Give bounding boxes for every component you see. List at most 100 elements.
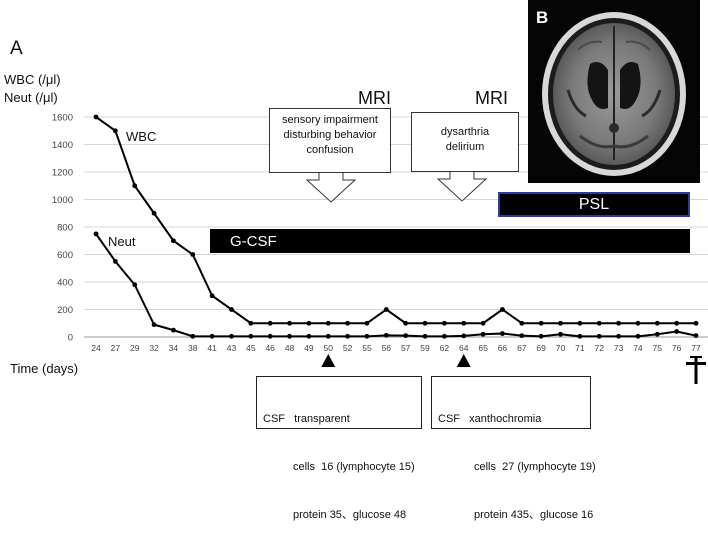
data-point xyxy=(422,320,428,326)
death-cross-icon xyxy=(686,356,706,384)
data-point xyxy=(229,333,234,339)
x-tick-label: 71 xyxy=(575,343,585,353)
symptom-line: confusion xyxy=(306,144,354,156)
x-tick-label: 52 xyxy=(343,343,353,353)
x-tick-label: 67 xyxy=(517,343,527,353)
x-tick-label: 29 xyxy=(130,343,140,353)
series-line-wbc xyxy=(95,116,696,325)
x-tick-label: 46 xyxy=(265,343,275,353)
x-tick-label: 66 xyxy=(498,343,508,353)
data-point xyxy=(558,331,563,337)
x-tick-label: 49 xyxy=(304,343,314,353)
data-point xyxy=(132,183,138,189)
data-point xyxy=(441,333,447,339)
csf-result-box-2: CSF xanthochromia cells 27 (lymphocyte 1… xyxy=(431,376,596,521)
data-point xyxy=(654,331,660,337)
x-tick-label: 50 xyxy=(324,343,334,353)
data-point xyxy=(596,333,602,339)
data-point xyxy=(209,333,215,339)
data-point xyxy=(480,320,486,326)
x-tick-label: 69 xyxy=(536,343,546,353)
data-point xyxy=(325,320,331,326)
data-point xyxy=(287,320,292,326)
data-point xyxy=(345,320,351,326)
x-tick-label: 74 xyxy=(633,343,643,353)
series-label-wbc: WBC xyxy=(126,129,156,144)
event-triangle xyxy=(456,354,471,367)
data-point xyxy=(93,114,99,120)
data-point xyxy=(500,307,505,312)
x-tick-label: 57 xyxy=(401,343,411,353)
series-label-neut: Neut xyxy=(108,234,136,249)
mri-brain-image: B xyxy=(528,0,700,183)
y-tick-label: 1600 xyxy=(52,113,73,124)
data-point xyxy=(112,258,118,264)
data-point xyxy=(248,320,254,326)
symptom-line: sensory impairment xyxy=(282,114,378,126)
csf-line: cells 27 (lymphocyte 19) xyxy=(474,461,596,473)
data-point xyxy=(693,320,699,326)
y-tick-label: 1400 xyxy=(52,140,73,151)
brain-scan-graphic xyxy=(542,12,686,176)
x-tick-label: 27 xyxy=(111,343,121,353)
data-point xyxy=(171,327,176,333)
x-tick-label: 62 xyxy=(440,343,450,353)
x-tick-label: 56 xyxy=(382,343,392,353)
data-point xyxy=(287,333,292,339)
symptom-line: disturbing behavior xyxy=(283,129,377,141)
data-point xyxy=(616,320,621,326)
x-tick-label: 64 xyxy=(459,343,469,353)
x-tick-label: 48 xyxy=(285,343,295,353)
csf-result-box-1: CSF transparent cells 16 (lymphocyte 15)… xyxy=(256,376,422,521)
y-tick-label: 0 xyxy=(68,333,73,344)
data-point xyxy=(480,331,486,337)
data-point xyxy=(190,333,196,339)
data-point xyxy=(674,329,680,334)
data-point xyxy=(461,320,467,326)
data-point xyxy=(248,333,254,339)
x-tick-label: 76 xyxy=(672,343,682,353)
data-point xyxy=(441,320,447,326)
data-point xyxy=(461,333,467,339)
data-point xyxy=(654,320,660,326)
data-point xyxy=(383,332,389,338)
symptom-note-2: dysarthria delirium xyxy=(411,112,519,172)
data-point xyxy=(693,333,699,339)
symptom-line: delirium xyxy=(445,141,485,153)
data-point xyxy=(422,333,428,339)
data-point xyxy=(112,128,118,134)
data-point xyxy=(151,322,157,328)
panel-b-label: B xyxy=(536,8,549,27)
data-point xyxy=(190,252,196,257)
data-point xyxy=(577,333,583,339)
data-point xyxy=(558,320,563,326)
x-tick-label: 24 xyxy=(91,343,101,353)
data-point xyxy=(306,333,312,339)
data-point xyxy=(577,320,583,326)
data-point xyxy=(403,320,409,326)
data-point xyxy=(306,320,312,326)
y-tick-label: 200 xyxy=(57,305,73,316)
data-point xyxy=(635,333,641,339)
csf-line: cells 16 (lymphocyte 15) xyxy=(293,461,415,473)
x-tick-label: 72 xyxy=(594,343,604,353)
data-point xyxy=(345,333,351,339)
mri-label-2: MRI xyxy=(475,88,508,108)
x-tick-label: 75 xyxy=(653,343,663,353)
data-point xyxy=(325,333,331,339)
mri-label-1: MRI xyxy=(358,88,391,108)
x-tick-label: 70 xyxy=(556,343,566,353)
data-point xyxy=(209,293,215,299)
cross-stem xyxy=(694,356,698,384)
data-point xyxy=(403,333,409,339)
x-tick-label: 43 xyxy=(227,343,237,353)
x-tick-label: 77 xyxy=(691,343,701,353)
data-point xyxy=(267,333,273,339)
x-tick-label: 55 xyxy=(362,343,372,353)
data-point xyxy=(364,320,370,326)
y-tick-label: 1000 xyxy=(52,195,73,206)
symptom-line: dysarthria xyxy=(440,126,490,138)
data-point xyxy=(616,333,621,339)
data-point xyxy=(93,231,99,237)
y-tick-label: 800 xyxy=(57,223,73,234)
